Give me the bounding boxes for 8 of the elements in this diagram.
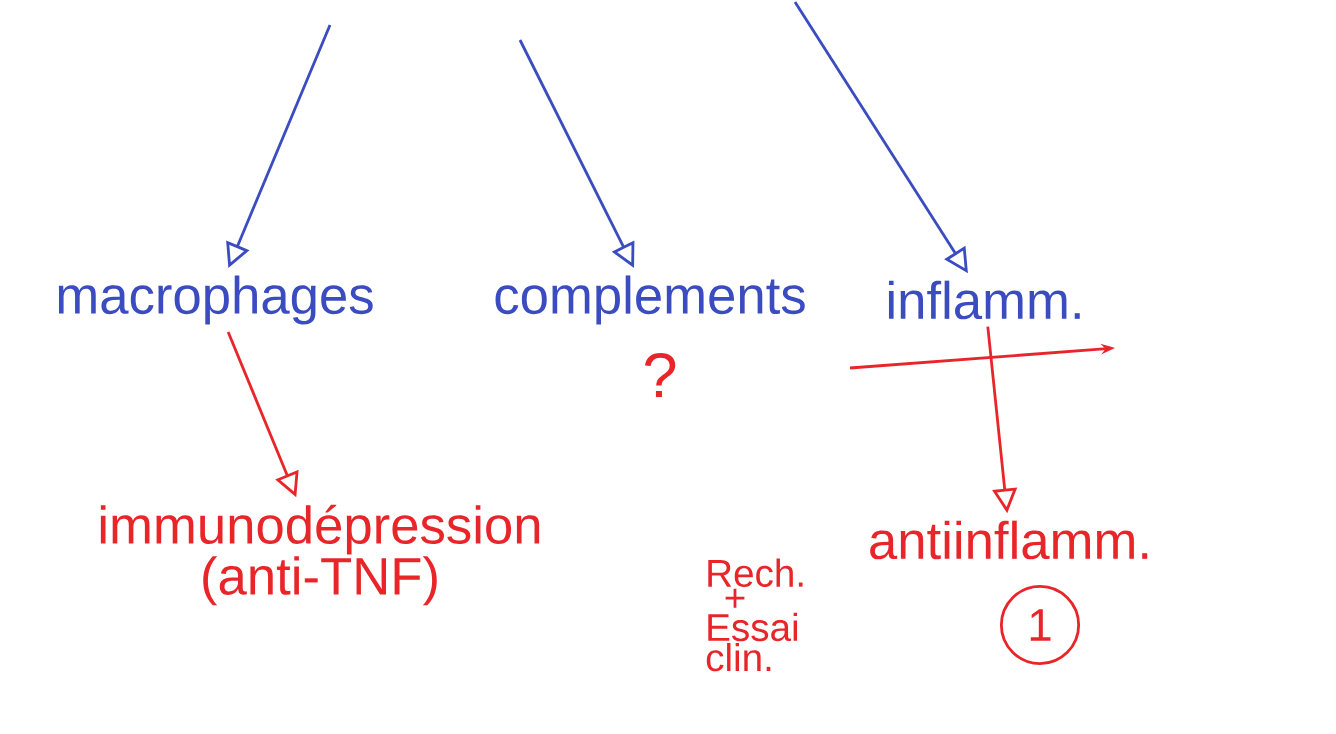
circled-number: 1 [999,584,1081,666]
label-text: immunodépression (anti-TNF) [100,504,540,606]
label-text: antiinflamm. [870,520,1148,560]
label-text: macrophages [58,275,373,325]
question-mark: ? [645,352,676,398]
label-text: Rech. + Essai clin. [706,558,803,672]
label-text: complements [495,275,805,325]
label-text: inflamm. [888,280,1080,320]
